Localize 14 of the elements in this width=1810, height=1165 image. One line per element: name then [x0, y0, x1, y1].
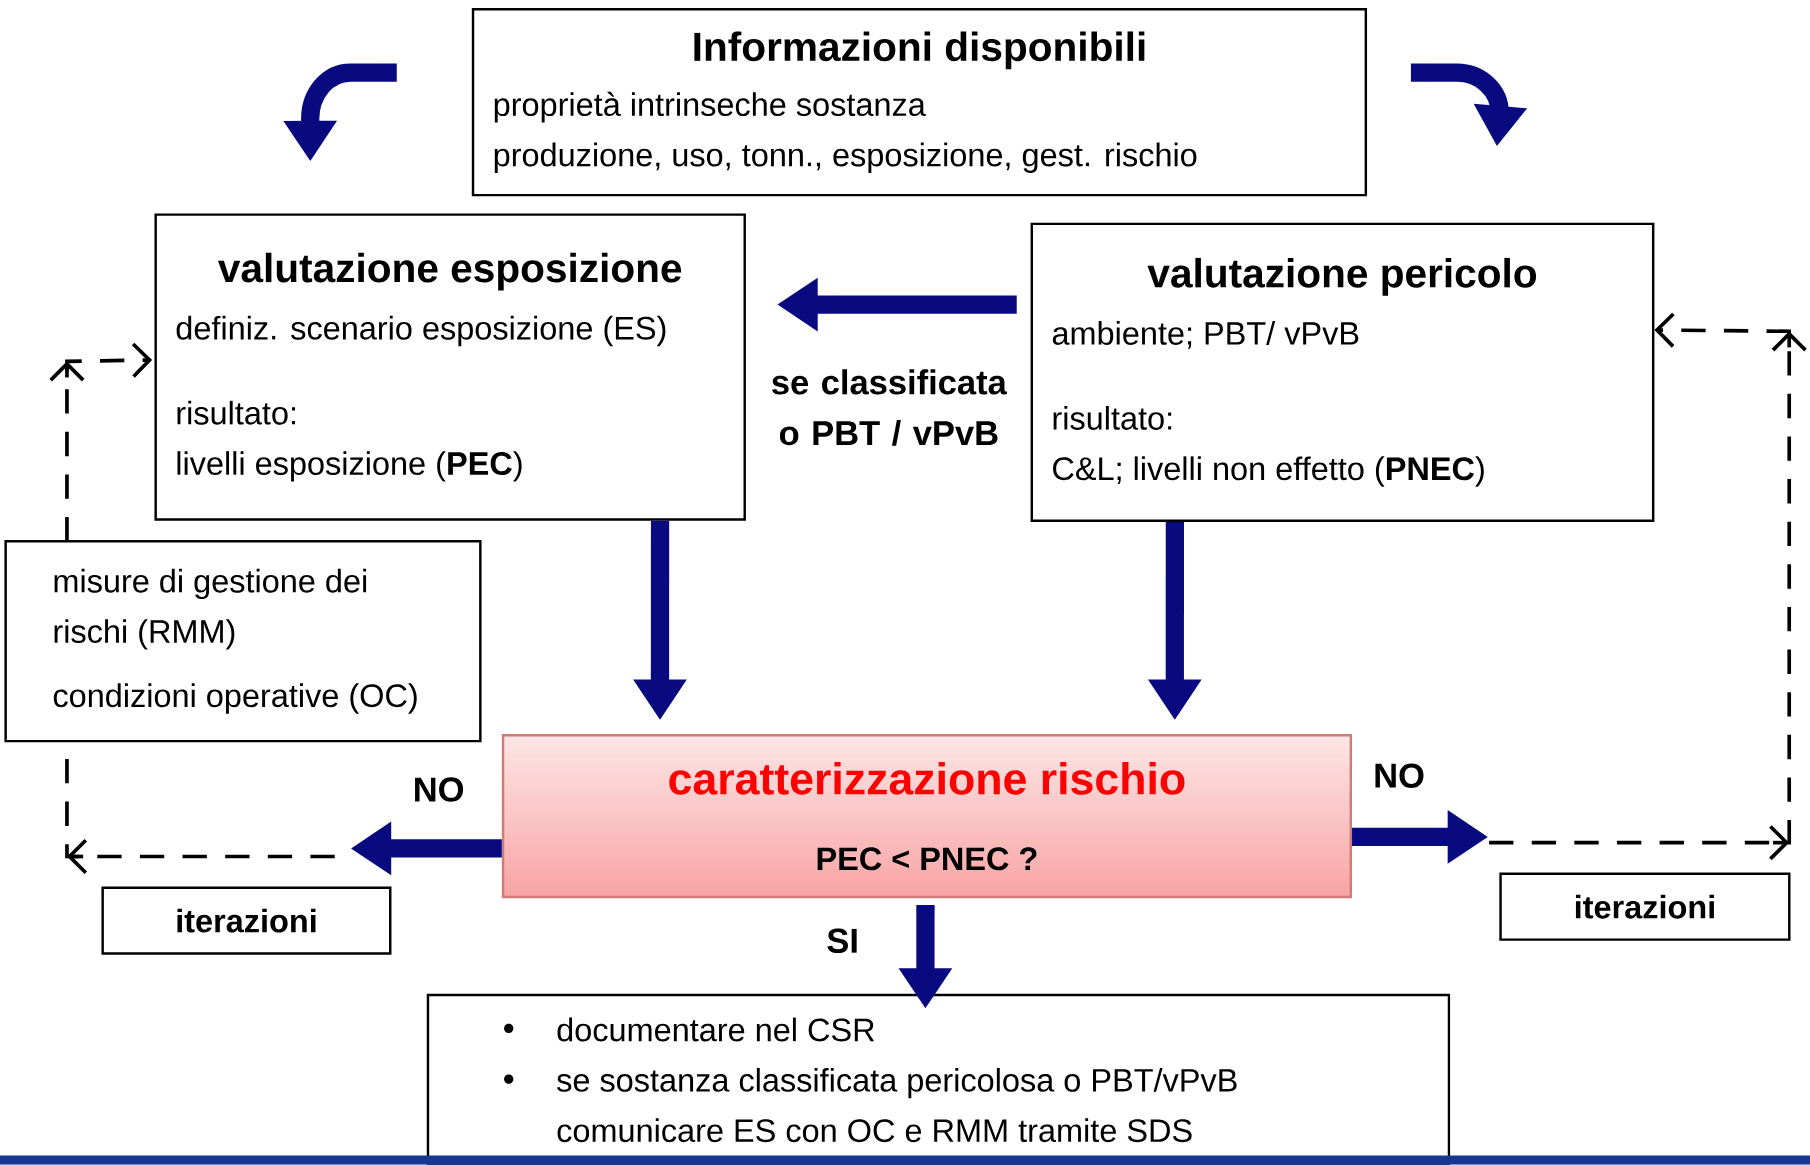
label-box: iterazioni [101, 886, 392, 955]
edge-label: SI [827, 928, 857, 954]
dashed-arrow [1489, 312, 1807, 861]
dashed-arrow [49, 342, 337, 875]
edge-label: NO [1375, 763, 1424, 789]
text-box: misure di gestione dei rischi (RMM) condizioni operative (OC) [4, 540, 482, 743]
process-box: valutazione pericolo ambiente; PBT/ vPvB risultato: C&L; livelli non effetto (PNEC) [1030, 222, 1655, 523]
label-box: iterazioni [1499, 872, 1791, 941]
edge-label: se classificata o PBT / vPvB [772, 369, 1007, 446]
process-box: valutazione esposizione definiz. scenario esposizione (ES) risultato: livelli esposizione (PEC) [154, 213, 746, 521]
info-box: Informazioni disponibili proprietà intrinseche sostanza produzione, uso, tonn., esposizione, gest. rischio [471, 8, 1368, 197]
bullet-list-box: documentare nel CSR se sostanza classificata pericolosa o PBT/vPvB comunicare ES con OC e RMM tramite SDS [426, 993, 1451, 1165]
edge-label: NO [415, 777, 464, 802]
highlighted-box: caratterizzazione rischio PEC < PNEC ? [501, 734, 1353, 899]
